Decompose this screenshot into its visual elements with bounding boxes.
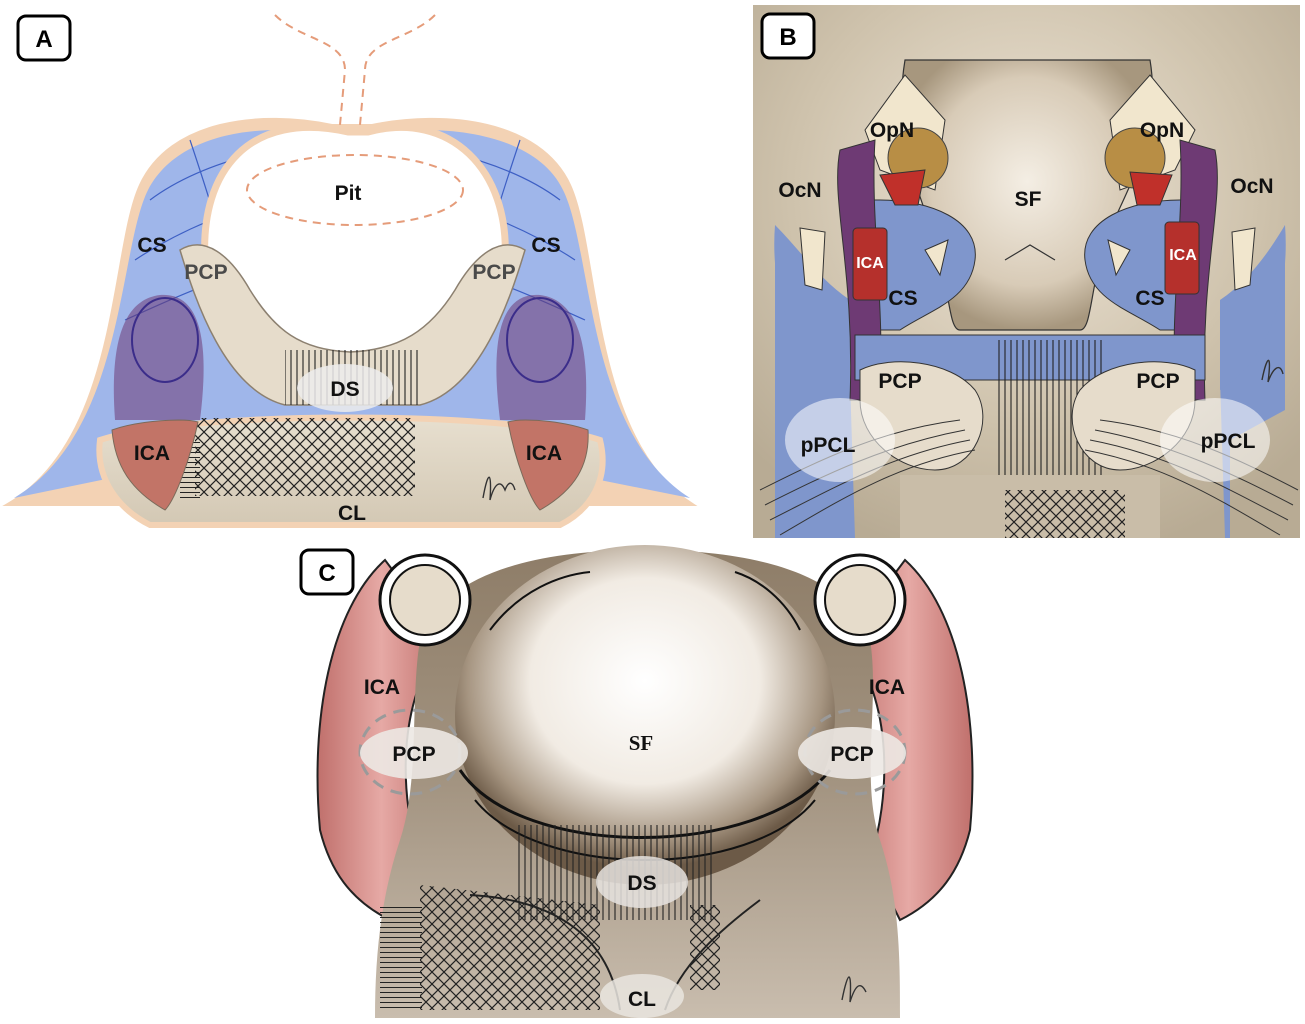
panel-b-tag: B bbox=[779, 24, 796, 51]
panel-a-label-pit: Pit bbox=[335, 182, 362, 205]
panel-b-lateral-sinus-left bbox=[774, 225, 850, 390]
panel-b-ocn-right bbox=[1231, 227, 1256, 291]
panel-b-label-ica-right: ICA bbox=[1169, 247, 1197, 264]
panel-b-label-pcp-right: PCP bbox=[1136, 370, 1179, 393]
panel-a-label-ica-left: ICA bbox=[134, 442, 170, 465]
panel-c-label-ica-right: ICA bbox=[869, 676, 905, 699]
panel-b-ppcl-right-highlight bbox=[1160, 398, 1270, 482]
panel-a-label-cl: CL bbox=[338, 502, 366, 525]
panel-b-lateral-sinus-right bbox=[1220, 225, 1286, 390]
panel-b-cs-left bbox=[859, 199, 976, 331]
panel-c-hlines bbox=[380, 905, 422, 1010]
panel-c-label-pcp-right: PCP bbox=[830, 743, 873, 766]
panel-a-label-pcp-left: PCP bbox=[184, 261, 227, 284]
panel-a-ica-left-ring bbox=[131, 297, 199, 383]
panel-a-crosshatch bbox=[195, 418, 415, 496]
panel-b-ophthalmic-left bbox=[879, 169, 926, 206]
panel-a-label-cs-left: CS bbox=[137, 234, 166, 257]
panel-a-ica-left-loop bbox=[113, 294, 204, 420]
panel-c-ds-ellipse bbox=[596, 856, 688, 908]
panel-a-ds-ellipse bbox=[297, 364, 393, 412]
panel-c-ica-lumen-right-inner bbox=[824, 564, 896, 636]
panel-c-label-ica-left: ICA bbox=[364, 676, 400, 699]
panel-a-ica-right-loop bbox=[496, 294, 587, 420]
panel-b-label-ica-left: ICA bbox=[856, 255, 884, 272]
panel-b-label-opn-left: OpN bbox=[870, 119, 914, 142]
panel-b-cs-right-hole bbox=[1107, 239, 1131, 277]
panel-c-label-sf: SF bbox=[629, 731, 654, 755]
panel-b-label-pcp-left: PCP bbox=[878, 370, 921, 393]
panel-a-stalk-right bbox=[359, 14, 436, 126]
panel-a-label-ds: DS bbox=[330, 378, 359, 401]
panel-a-label-ica-right: ICA bbox=[526, 442, 562, 465]
panel-a-ica-left bbox=[111, 419, 199, 511]
panel-b-signature bbox=[1261, 359, 1284, 383]
panel-a-label-pcp-right: PCP bbox=[472, 261, 515, 284]
panel-a-stalk-left bbox=[274, 14, 347, 126]
panel-c-label-pcp-left: PCP bbox=[392, 743, 435, 766]
panel-a-dorsum bbox=[179, 244, 526, 406]
panel-b-sf-mark bbox=[1004, 244, 1056, 261]
panel-b-label-sf: SF bbox=[1015, 188, 1042, 211]
panel-b-label-opn-right: OpN bbox=[1140, 119, 1184, 142]
panel-c-tag: C bbox=[318, 560, 335, 587]
panel-b-cs-left-hole bbox=[924, 239, 949, 277]
panel-c: ICA ICA PCP PCP SF DS CL C bbox=[299, 545, 974, 1018]
panel-b: OpN OpN OcN OcN SF ICA ICA CS CS PCP PCP… bbox=[753, 5, 1300, 538]
panel-a-signature bbox=[482, 476, 516, 501]
panel-b-label-ocn-right: OcN bbox=[1230, 175, 1273, 198]
panel-b-ppcl-left-highlight bbox=[785, 398, 895, 482]
panel-c-ica-lumen-left-inner bbox=[389, 564, 461, 636]
panel-b-crosshatch bbox=[1005, 490, 1125, 538]
panel-c-tag-box bbox=[299, 548, 355, 596]
panel-c-sella-arc-top-left bbox=[489, 571, 591, 631]
panel-c-sella bbox=[455, 545, 835, 885]
panel-b-label-cs-right: CS bbox=[1135, 287, 1164, 310]
panel-b-ica-right bbox=[1164, 221, 1200, 295]
panel-a-pit-gland bbox=[246, 154, 464, 226]
panel-b-ica-left bbox=[852, 227, 888, 301]
panel-a-ica-right bbox=[507, 419, 589, 511]
panel-a-tag-box bbox=[16, 14, 72, 62]
panel-b-ocn-left bbox=[799, 227, 826, 291]
panel-c-cl-ellipse bbox=[600, 974, 684, 1018]
panel-c-pcp-right bbox=[798, 727, 906, 779]
panel-a-tag: A bbox=[35, 26, 52, 53]
panel-b-tag-box bbox=[760, 12, 816, 60]
panel-b-label-cs-left: CS bbox=[888, 287, 917, 310]
panel-c-label-cl: CL bbox=[628, 988, 656, 1011]
panel-b-venous-plexus bbox=[775, 225, 1285, 538]
panel-a-ica-right-ring bbox=[506, 297, 574, 383]
panel-c-label-ds: DS bbox=[627, 872, 656, 895]
panel-c-sella-arc-top-right bbox=[734, 571, 801, 631]
panel-c-signature bbox=[841, 976, 867, 1003]
panel-a-label-cs-right: CS bbox=[531, 234, 560, 257]
panel-b-label-ppcl-right: pPCL bbox=[1201, 430, 1256, 453]
panel-c-crosshatch bbox=[420, 885, 600, 1010]
panel-b-label-ppcl-left: pPCL bbox=[801, 434, 856, 457]
panel-c-pcp-left bbox=[360, 727, 468, 779]
panel-a: Pit CS CS PCP PCP DS ICA ICA CL A bbox=[2, 14, 698, 528]
panel-b-ophthalmic-right bbox=[1129, 171, 1173, 206]
panel-b-label-ocn-left: OcN bbox=[778, 179, 821, 202]
